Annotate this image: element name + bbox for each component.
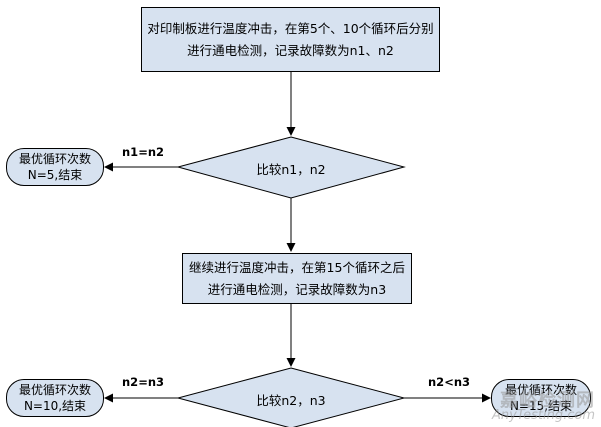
process-step1: 对印制板进行温度冲击，在第5个、10个循环后分别进行通电检测，记录故障数为n1、… xyxy=(141,7,440,72)
edge-label-n2-eq-n3: n2=n3 xyxy=(122,375,165,389)
edge-label-n1-eq-n2: n1=n2 xyxy=(122,145,165,159)
decision-diamond-1 xyxy=(176,136,406,199)
decision-2-label: 比较n2，n3 xyxy=(256,393,326,408)
process-step2: 继续进行温度冲击，在第15个循环之后进行通电检测，记录故障数为n3 xyxy=(182,253,412,304)
terminal-end-n5: 最优循环次数N=5,结束 xyxy=(6,148,104,186)
edge-label-n2-lt-n3: n2<n3 xyxy=(428,375,471,389)
decision-1-label: 比较n1，n2 xyxy=(256,162,326,177)
watermark: 嘉峪检测网 AnyTesting.com xyxy=(491,390,595,424)
watermark-cn: 嘉峪检测网 xyxy=(500,390,595,411)
watermark-en: AnyTesting.com xyxy=(491,408,595,423)
terminal-end-n10: 最优循环次数N=10,结束 xyxy=(6,379,104,417)
terminal-end-n15: 最优循环次数N=15,结束 xyxy=(491,379,591,417)
decision-diamond-2 xyxy=(176,367,406,427)
